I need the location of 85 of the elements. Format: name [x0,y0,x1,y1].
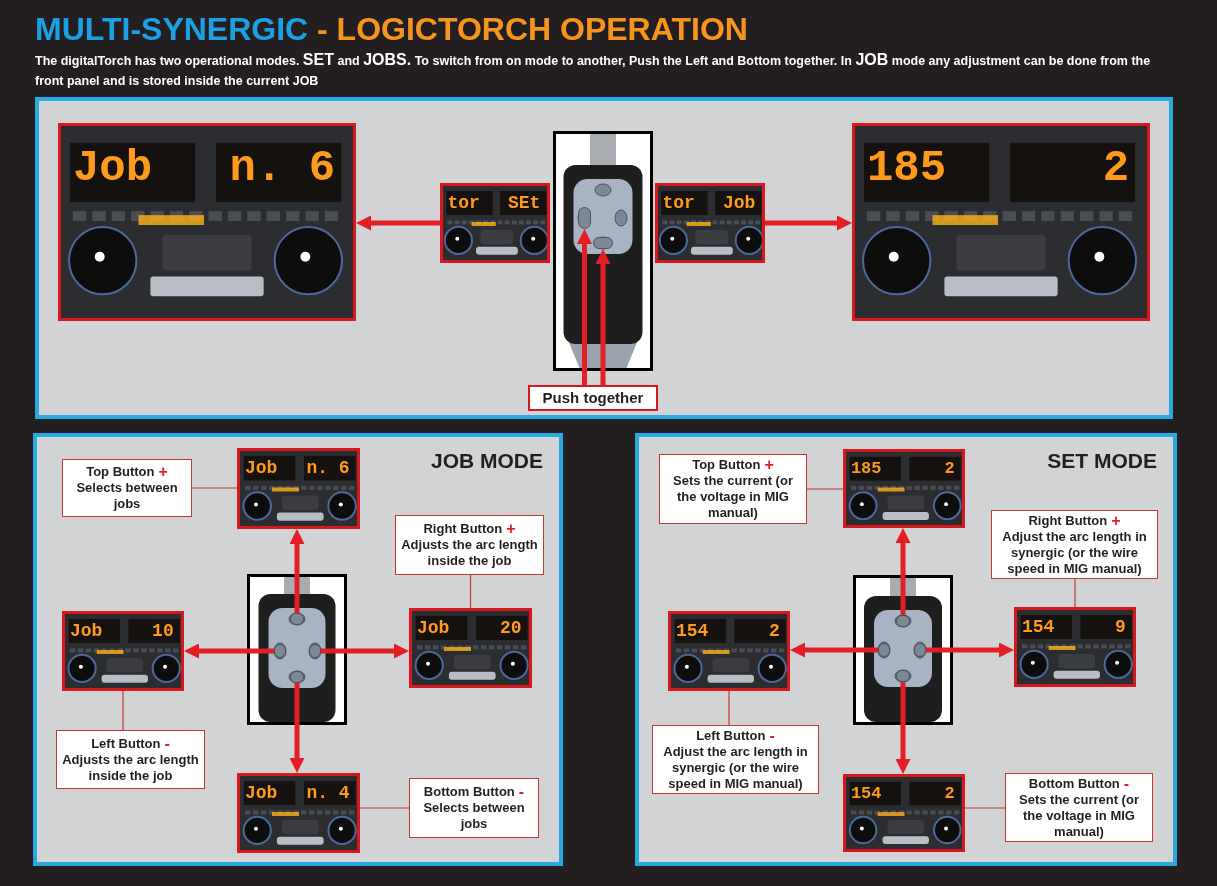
led-readout: 154 [675,622,709,640]
led-readout: n. 6 [229,145,336,190]
callout-box [659,454,807,524]
led-readout: n. 4 [306,784,350,802]
led-readout: Job [244,459,278,478]
callout-text: Adjusts the arc length inside the job [400,537,539,569]
callout-box [409,778,539,838]
led-readout: Job [723,194,756,212]
led-readout: tor [447,194,480,212]
led-readout: 9 [1114,618,1126,636]
arrow [184,643,274,659]
callout-box [395,515,544,575]
callout-text: Selects between jobs [75,480,179,512]
led-readout: 154 [1021,618,1055,636]
sign-symbol: - [518,784,525,800]
callout-box [56,730,205,789]
callout-heading: Left Button [696,727,766,744]
callout-box [1005,773,1153,842]
sign-symbol: + [158,464,168,480]
sign-symbol: + [506,521,516,537]
led-readout: Job [72,145,153,190]
callout-box [62,459,192,517]
led-readout: 2 [768,622,780,640]
panel-heading: JOB MODE [431,448,543,474]
arrow [356,215,440,231]
leader-line [469,574,472,609]
callout-text: Sets the current (or the voltage in MIG manual) [1018,791,1140,840]
arrow [765,215,852,231]
callout-text: Adjusts the arc length inside the job [61,751,200,784]
callout-text: Selects between jobs [422,800,526,832]
callout-box [652,725,819,794]
callout-heading: Top Button [86,464,155,480]
callout-heading: Bottom Button [1028,775,1120,792]
led-readout: n. 6 [306,459,350,478]
arrow [577,229,592,385]
callout-heading: Right Button [423,521,503,537]
sign-symbol: - [1123,775,1130,792]
panel [33,433,563,866]
led-readout: 154 [850,784,882,802]
leader-line [964,807,1006,809]
leader-line [1074,578,1076,608]
arrow [790,642,878,658]
led-readout: 2 [944,459,955,477]
sign-symbol: - [164,735,170,752]
arrow [595,249,611,385]
callout-heading: Left Button [91,735,161,752]
panel [35,97,1173,419]
led-readout: 185 [850,459,882,477]
callout-text: Adjust the arc length in synergic (or the wire speed in MIG manual) [662,743,809,792]
callout-box [991,510,1158,579]
callout-text: Sets the current (or the voltage in MIG manual) [672,473,794,521]
led-readout: Job [416,619,450,637]
leader-line [191,487,238,489]
arrow [895,682,911,774]
leader-line [806,488,844,490]
callout-heading: Right Button [1028,512,1108,529]
led-readout: Job [69,622,103,640]
torch-button [593,237,613,249]
callout-box: Push together [528,385,658,411]
led-readout: 10 [152,622,174,640]
sign-symbol: + [1111,512,1121,529]
led-readout: 185 [866,145,947,190]
led-readout: tor [662,194,695,212]
led-readout: SEt [508,194,541,212]
led-readout: Job [244,784,278,802]
callout-heading: Bottom Button [423,784,515,800]
leader-line [122,690,124,731]
arrow [321,643,409,659]
sign-symbol: - [769,727,775,744]
intro-text: The digitalTorch has two operational modes. SET and JOBS. To switch from on mode to another, Push the Left and Bottom together. In JOB mode any adjustment can be done from the front panel and is stored inside the current JOB [35,50,1152,90]
panel [635,433,1177,866]
arrow [926,642,1014,658]
leader-line [728,690,730,726]
led-readout: 2 [944,784,955,802]
panel-heading: SET MODE [1047,448,1157,474]
callout-text: Adjust the arc length in synergic (or the wire speed in MIG manual) [1001,528,1148,577]
title: MULTI-SYNERGIC - LOGICTORCH OPERATION [35,10,748,48]
sign-symbol: + [764,457,774,473]
arrow [289,529,305,613]
leader-line [359,807,410,809]
arrow [289,683,305,773]
led-readout: 2 [1102,145,1130,190]
led-readout: 20 [500,619,522,637]
arrow [895,528,911,615]
callout-heading: Top Button [692,457,761,473]
